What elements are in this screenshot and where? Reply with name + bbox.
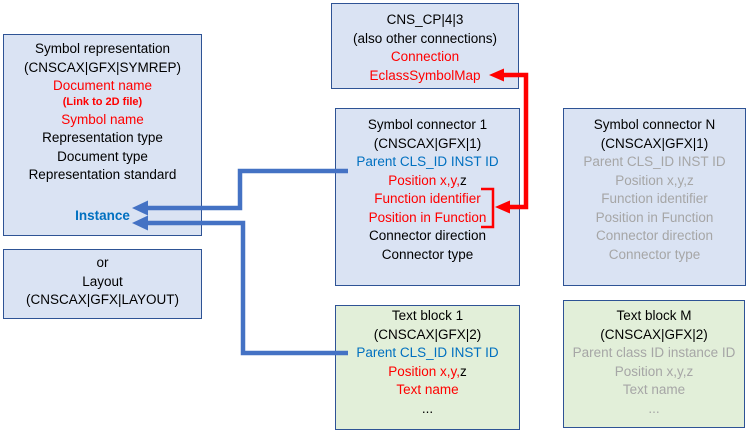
field-parent-cls-id-inst-id: Parent CLS_ID INST ID — [356, 154, 499, 169]
field-function-identifier: Function identifier — [374, 191, 481, 206]
field-parent-cls-id-inst-id-tb: Parent CLS_ID INST ID — [356, 345, 499, 360]
node-title-text-block-m: Text block M — [616, 308, 692, 323]
field-position-in-function: Position in Function — [368, 209, 487, 225]
field-position-xyz-n: Position x,y,z — [615, 172, 694, 188]
label-also-other-connections: (also other connections) — [352, 30, 498, 46]
field-representation-standard: Representation standard — [28, 167, 177, 182]
node-id-connector-n: (CNSCAX|GFX|1) — [600, 135, 709, 151]
node-title-layout: Layout — [82, 273, 123, 289]
field-parent-class-id-instance-id: Parent class ID instance ID — [572, 345, 736, 360]
field-connector-type: Connector type — [381, 246, 474, 262]
field-link-to-2d-file: (Link to 2D file) — [62, 95, 143, 108]
field-representation-type: Representation type — [42, 130, 163, 145]
node-id-connector-1: (CNSCAX|GFX|1) — [373, 135, 482, 151]
box-or-layout: or Layout (CNSCAX|GFX|LAYOUT) — [3, 249, 202, 319]
field-ellipsis-tb1: ... — [421, 400, 434, 416]
node-title-text-block-1: Text block 1 — [391, 308, 464, 323]
node-id-text-block-1: (CNSCAX|GFX|2) — [373, 326, 482, 342]
box-text-block-1: Text block 1 (CNSCAX|GFX|2) Parent CLS_I… — [335, 305, 520, 430]
node-title-symbol-connector-n: Symbol connector N — [593, 117, 716, 132]
field-document-type: Document type — [57, 148, 148, 164]
box-symbol-representation: Symbol representation (CNSCAX|GFX|SYMREP… — [3, 34, 202, 236]
field-position-xyz-m: Position x,y,z — [614, 363, 694, 379]
field-parent-cls-id-inst-id-n: Parent CLS_ID INST ID — [583, 154, 726, 169]
field-position-in-function-n: Position in Function — [595, 209, 714, 225]
node-title-symbol-connector-1: Symbol connector 1 — [367, 117, 488, 132]
label-or: or — [96, 255, 109, 270]
node-id-layout: (CNSCAX|GFX|LAYOUT) — [25, 292, 180, 307]
field-symbol-name: Symbol name — [61, 111, 144, 127]
field-instance: Instance — [75, 207, 130, 223]
box-symbol-connector-1: Symbol connector 1 (CNSCAX|GFX|1) Parent… — [335, 108, 520, 286]
field-function-identifier-n: Function identifier — [601, 191, 708, 206]
node-id-symrep: (CNSCAX|GFX|SYMREP) — [23, 59, 182, 75]
field-connector-type-n: Connector type — [608, 246, 701, 262]
node-title-symbol-representation: Symbol representation — [34, 41, 171, 56]
field-position-xyz: Position x,y,z — [388, 172, 467, 188]
field-connection: Connection — [390, 49, 460, 64]
box-symbol-connector-n: Symbol connector N (CNSCAX|GFX|1) Parent… — [563, 108, 746, 286]
box-text-block-m: Text block M (CNSCAX|GFX|2) Parent class… — [563, 300, 745, 428]
field-connector-direction: Connector direction — [368, 228, 487, 243]
node-title-cns-cp: CNS_CP|4|3 — [386, 12, 464, 27]
field-text-name: Text name — [396, 382, 459, 397]
field-eclass-symbol-map: EclassSymbolMap — [369, 67, 481, 83]
field-text-name-m: Text name — [622, 382, 686, 397]
node-id-text-block-m: (CNSCAX|GFX|2) — [600, 326, 708, 342]
field-position-xyz-tb: Position x,y,z — [388, 363, 467, 379]
field-ellipsis-tbm: ... — [648, 400, 660, 416]
field-connector-direction-n: Connector direction — [595, 228, 714, 243]
field-document-name: Document name — [52, 78, 153, 93]
box-cns-cp: CNS_CP|4|3 (also other connections) Conn… — [331, 3, 519, 89]
